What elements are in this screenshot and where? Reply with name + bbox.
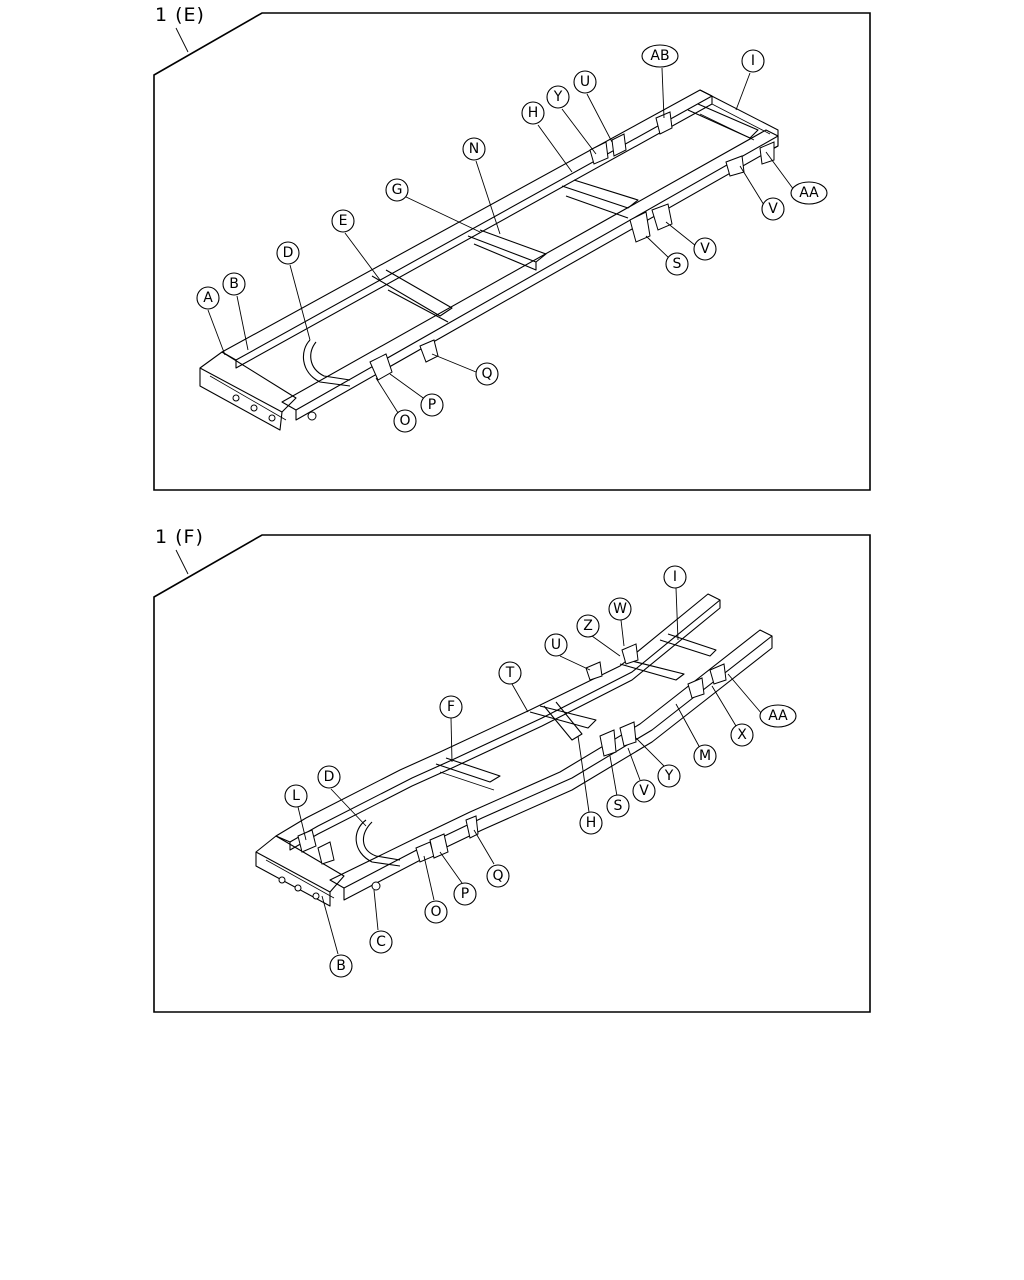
svg-text:V: V	[768, 201, 778, 217]
callout-b: B	[329, 954, 353, 978]
svg-text:U: U	[551, 637, 561, 653]
svg-text:Y: Y	[664, 768, 674, 784]
callout-h: H	[521, 101, 545, 125]
svg-text:P: P	[428, 397, 436, 413]
svg-text:A: A	[203, 290, 213, 306]
callout-i: I	[741, 49, 765, 73]
panel-f-frame	[153, 534, 871, 1013]
callout-v-rear: V	[761, 197, 785, 221]
callout-a: A	[196, 286, 220, 310]
svg-text:O: O	[430, 904, 441, 920]
svg-text:V: V	[700, 241, 710, 257]
svg-text:N: N	[469, 141, 479, 157]
callout-u: U	[544, 633, 568, 657]
callout-v: V	[632, 779, 656, 803]
callout-v: V	[693, 237, 717, 261]
svg-text:W: W	[613, 601, 627, 617]
callout-q: Q	[486, 864, 510, 888]
svg-text:D: D	[324, 769, 335, 785]
svg-text:C: C	[376, 934, 386, 950]
svg-text:T: T	[505, 665, 515, 681]
svg-text:Q: Q	[492, 868, 503, 884]
callout-aa: AA	[790, 181, 828, 205]
svg-text:Y: Y	[553, 89, 563, 105]
callout-d: D	[317, 765, 341, 789]
svg-text:I: I	[673, 569, 677, 585]
callout-o: O	[424, 900, 448, 924]
svg-text:G: G	[392, 182, 403, 198]
callout-aa: AA	[759, 704, 797, 728]
svg-text:H: H	[586, 815, 597, 831]
callout-t: T	[498, 661, 522, 685]
callout-o: O	[393, 409, 417, 433]
svg-text:Q: Q	[481, 366, 492, 382]
callout-f: F	[439, 695, 463, 719]
svg-text:F: F	[447, 699, 455, 715]
panel-f-chassis	[255, 593, 773, 907]
svg-text:AA: AA	[768, 708, 788, 724]
callout-x: X	[730, 723, 754, 747]
panel-f-title: 1 (F)	[155, 526, 204, 548]
svg-text:D: D	[283, 245, 294, 261]
svg-text:H: H	[528, 105, 539, 121]
callout-b: B	[222, 272, 246, 296]
callout-g: G	[385, 178, 409, 202]
svg-text:AB: AB	[650, 48, 669, 64]
callout-w: W	[608, 597, 632, 621]
callout-m: M	[693, 744, 717, 768]
svg-text:O: O	[399, 413, 410, 429]
svg-text:I: I	[751, 53, 755, 69]
callout-h: H	[579, 811, 603, 835]
callout-p: P	[453, 882, 477, 906]
panel-e-title: 1 (E)	[155, 4, 205, 26]
callout-s: S	[665, 252, 689, 276]
svg-text:U: U	[580, 74, 590, 90]
svg-text:Z: Z	[583, 618, 593, 634]
callout-l: L	[284, 784, 308, 808]
panel-e-diagram: A B D E G N H Y U AB I AA V V S Q P O	[153, 12, 871, 491]
panel-f-leaders	[297, 587, 763, 955]
panel-f-diagram: I W Z U T F D L AA X M Y V S H Q P O C B	[153, 534, 871, 1013]
svg-text:B: B	[336, 958, 346, 974]
callout-q: Q	[475, 362, 499, 386]
svg-text:E: E	[339, 213, 348, 229]
callout-y: Y	[657, 764, 681, 788]
callout-y: Y	[546, 85, 570, 109]
callout-ab: AB	[641, 44, 679, 68]
callout-n: N	[462, 137, 486, 161]
callout-d: D	[276, 241, 300, 265]
callout-s: S	[606, 794, 630, 818]
callout-c: C	[369, 930, 393, 954]
svg-text:S: S	[614, 798, 623, 814]
svg-text:B: B	[229, 276, 239, 292]
svg-text:L: L	[292, 788, 300, 804]
panel-e-chassis	[199, 89, 779, 431]
svg-text:S: S	[673, 256, 682, 272]
svg-text:V: V	[639, 783, 649, 799]
callout-p: P	[420, 393, 444, 417]
callout-z: Z	[576, 614, 600, 638]
callout-u: U	[573, 70, 597, 94]
svg-text:AA: AA	[799, 185, 819, 201]
panel-e-frame	[153, 12, 871, 491]
svg-text:X: X	[737, 727, 747, 743]
svg-text:P: P	[461, 886, 469, 902]
callout-e: E	[331, 209, 355, 233]
panel-e-leaders	[207, 67, 795, 417]
svg-text:M: M	[699, 748, 711, 764]
callout-i: I	[663, 565, 687, 589]
